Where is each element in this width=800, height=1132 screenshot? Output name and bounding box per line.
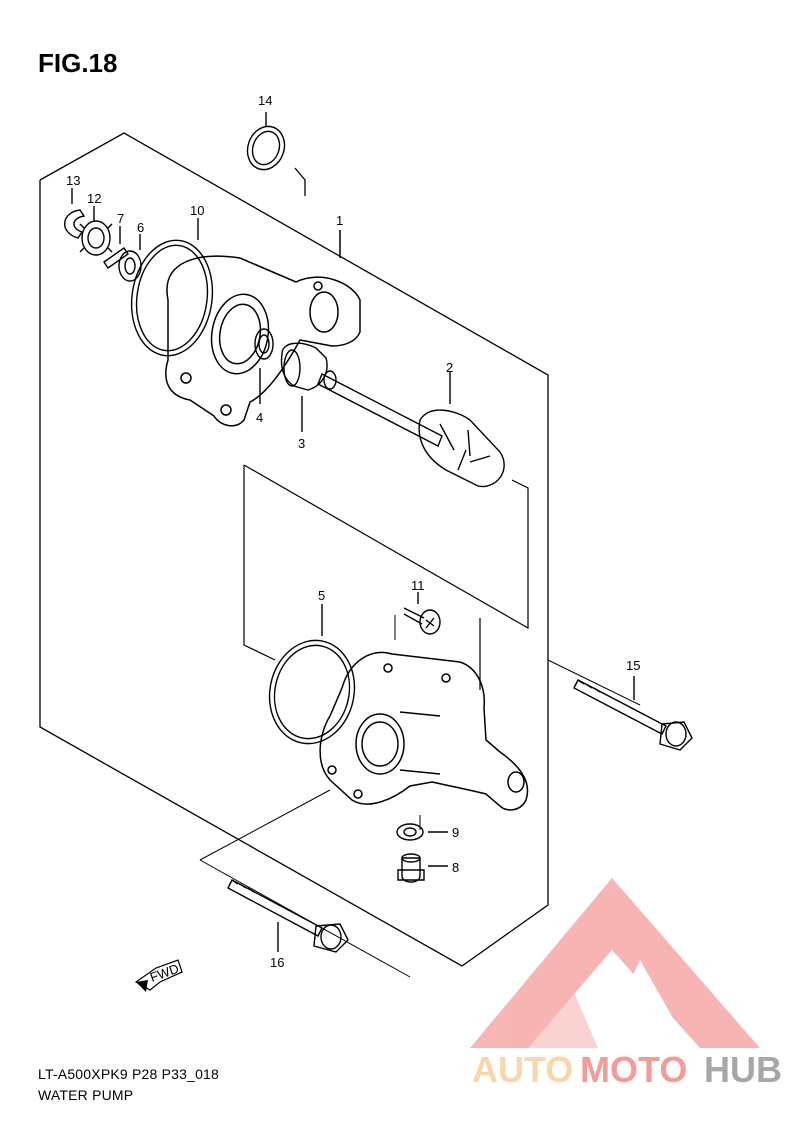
label-6: 6 bbox=[137, 220, 144, 235]
part-11-screw[interactable] bbox=[403, 592, 441, 635]
part-16-bolt[interactable] bbox=[227, 879, 349, 953]
part-2-impeller-shaft[interactable] bbox=[317, 370, 505, 488]
label-2: 2 bbox=[446, 360, 453, 375]
label-15: 15 bbox=[626, 658, 640, 673]
part-9-washer[interactable] bbox=[396, 823, 448, 841]
pump-case[interactable] bbox=[319, 651, 529, 811]
label-14: 14 bbox=[258, 93, 272, 108]
label-11: 11 bbox=[411, 578, 425, 593]
part-labels: 14 13 12 7 6 10 1 2 4 3 5 11 15 9 8 16 bbox=[66, 93, 640, 970]
part-7-pin[interactable] bbox=[103, 226, 129, 269]
label-4: 4 bbox=[256, 410, 263, 425]
label-5: 5 bbox=[318, 588, 325, 603]
part-1-pump-body[interactable] bbox=[165, 230, 361, 427]
part-5-o-ring[interactable] bbox=[260, 604, 364, 752]
part-10-gasket[interactable] bbox=[124, 218, 219, 361]
part-4-oil-seal[interactable] bbox=[254, 328, 274, 404]
assembly-frame bbox=[39, 132, 549, 967]
figure-title: FIG.18 bbox=[38, 48, 118, 78]
part-15-bolt[interactable] bbox=[573, 676, 693, 751]
watermark-auto: AUTO bbox=[472, 1049, 573, 1090]
label-8: 8 bbox=[452, 860, 459, 875]
part-14-o-ring[interactable] bbox=[242, 112, 291, 175]
label-10: 10 bbox=[190, 203, 204, 218]
watermark-text: AUTO MOTO HUB bbox=[472, 1049, 782, 1090]
label-1: 1 bbox=[336, 213, 343, 228]
watermark-hub: HUB bbox=[704, 1049, 782, 1090]
section-name: WATER PUMP bbox=[38, 1087, 134, 1103]
fwd-arrow-icon: FWD bbox=[134, 959, 183, 992]
part-13-e-clip[interactable] bbox=[64, 188, 86, 239]
label-12: 12 bbox=[87, 191, 101, 206]
label-13: 13 bbox=[66, 173, 80, 188]
part-8-drain-bolt[interactable] bbox=[397, 853, 448, 883]
label-7: 7 bbox=[117, 211, 124, 226]
part-12-gear[interactable] bbox=[79, 206, 113, 256]
sub-frame bbox=[243, 464, 529, 690]
label-3: 3 bbox=[298, 436, 305, 451]
label-9: 9 bbox=[452, 825, 459, 840]
part-3-mechanical-seal[interactable] bbox=[280, 342, 328, 432]
watermark-logo bbox=[470, 878, 760, 1048]
watermark-moto: MOTO bbox=[580, 1049, 687, 1090]
leader-lines bbox=[199, 615, 641, 978]
fwd-label: FWD bbox=[148, 961, 181, 985]
label-16: 16 bbox=[270, 955, 284, 970]
model-code: LT-A500XPK9 P28 P33_018 bbox=[38, 1066, 220, 1082]
